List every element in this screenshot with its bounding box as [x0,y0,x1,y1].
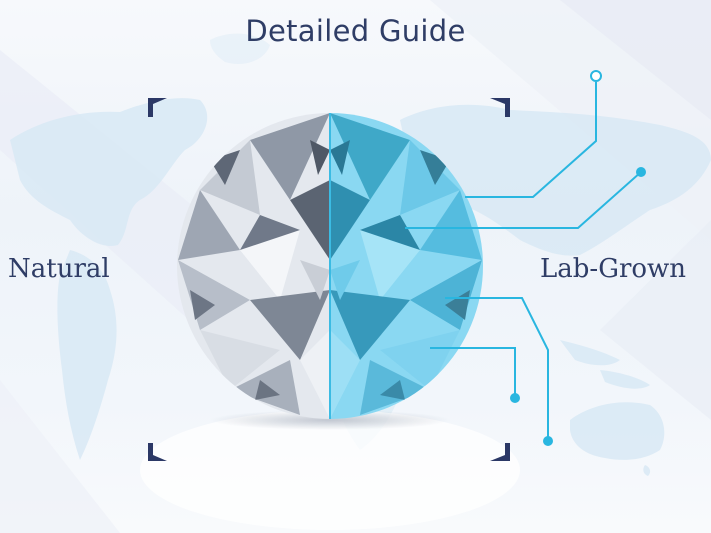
frame-corner-bottom-left [148,443,167,461]
callout-lines [405,82,642,440]
callout-endpoint-open-icon [590,70,602,82]
lab-grown-label: Lab-Grown [540,254,687,284]
callout-line-3 [445,297,549,440]
lab-grown-diamond-half [330,113,483,419]
frame-corner-top-right [490,98,510,117]
frame-corner-top-left [148,98,167,117]
callout-endpoint-dot-icon [510,393,520,403]
callout-line-4 [430,347,516,397]
callout-endpoint-dot-icon [543,436,553,446]
natural-diamond-half [177,113,330,419]
callout-line-2 [405,171,642,229]
callout-endpoint-dot-icon [636,167,646,177]
frame-corner-bottom-right [490,443,510,461]
natural-label: Natural [8,254,110,284]
page-title: Detailed Guide [245,14,466,48]
callout-line-1 [465,82,597,198]
frame-corners [148,98,510,461]
